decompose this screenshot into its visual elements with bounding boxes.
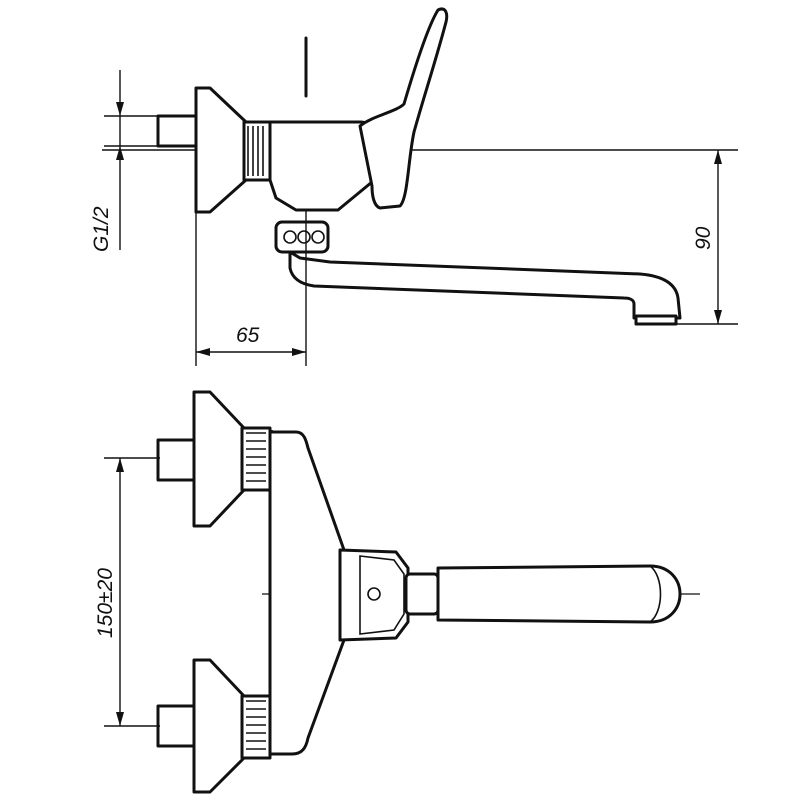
depth-dimension	[195, 210, 307, 366]
thread-dimension	[104, 70, 158, 250]
top-spout	[436, 564, 682, 624]
top-upper-ring	[240, 426, 272, 492]
top-spout-tip	[649, 565, 662, 623]
top-screw-icon	[367, 587, 381, 601]
side-handle-lever	[358, 7, 449, 210]
top-valve-housing	[338, 548, 410, 642]
top-upper-flange	[192, 390, 246, 528]
top-lower-flange	[192, 658, 246, 794]
top-mixer-body	[268, 430, 346, 756]
side-valve-body	[268, 120, 374, 212]
height-dimension	[640, 150, 738, 325]
side-knurl-lines	[247, 126, 264, 176]
side-aerator	[634, 314, 678, 326]
depth-label: 65	[236, 324, 260, 347]
height-label: 90	[692, 226, 715, 250]
top-lower-knurl	[246, 700, 266, 750]
side-decor-nut	[274, 220, 330, 254]
top-upper-pipe	[156, 438, 198, 482]
spacing-label: 150±20	[94, 568, 117, 638]
side-wall-flange	[194, 86, 248, 214]
top-view: 150±20	[94, 390, 700, 794]
top-upper-knurl	[246, 432, 266, 482]
side-nut-holes	[283, 230, 325, 244]
side-pipe-stub	[156, 114, 200, 148]
thread-label: G1/2	[90, 206, 113, 252]
spacing-dimension	[104, 457, 160, 727]
side-view: G1/2 65 90	[90, 7, 738, 366]
top-lever-knob	[404, 572, 440, 616]
top-lower-pipe	[156, 704, 198, 748]
top-valve-cap-outline	[359, 555, 405, 635]
side-spout	[288, 250, 682, 320]
